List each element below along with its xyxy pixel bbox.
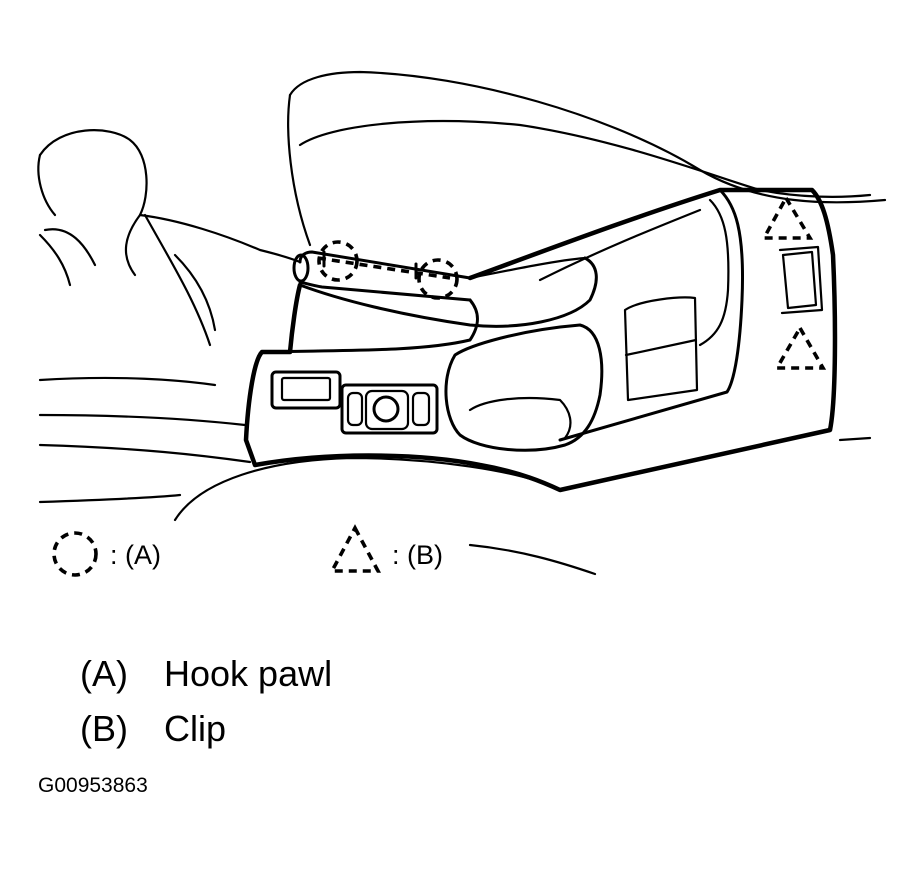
leader-line: [468, 543, 597, 576]
dashed-connector-line: [317, 250, 451, 280]
dashed-circle-icon: [52, 531, 98, 577]
seat-outline: [173, 456, 562, 522]
clip-marker-1: [760, 194, 814, 240]
key-a-letter: (A): [80, 653, 128, 694]
console-panel: [38, 187, 872, 504]
figure-id: G00953863: [38, 774, 148, 797]
legend-a-text: : (A): [110, 540, 161, 570]
shift-boot-illustration: [37, 129, 302, 387]
dashed-triangle-icon: [328, 524, 382, 573]
key-a-label: Hook pawl: [164, 653, 332, 694]
hook-pawl-marker-2: [417, 258, 459, 300]
legend: : (A) : (B): [52, 524, 597, 577]
legend-b-text: : (B): [392, 540, 443, 570]
key-b-label: Clip: [164, 708, 226, 749]
hook-pawl-marker-1: [317, 240, 359, 282]
key-list: (A) Hook pawl (B) Clip: [80, 653, 332, 749]
lever-cover: [292, 250, 472, 302]
clip-marker-2: [773, 324, 827, 370]
key-b-letter: (B): [80, 708, 128, 749]
dashboard-outline: [287, 70, 887, 247]
